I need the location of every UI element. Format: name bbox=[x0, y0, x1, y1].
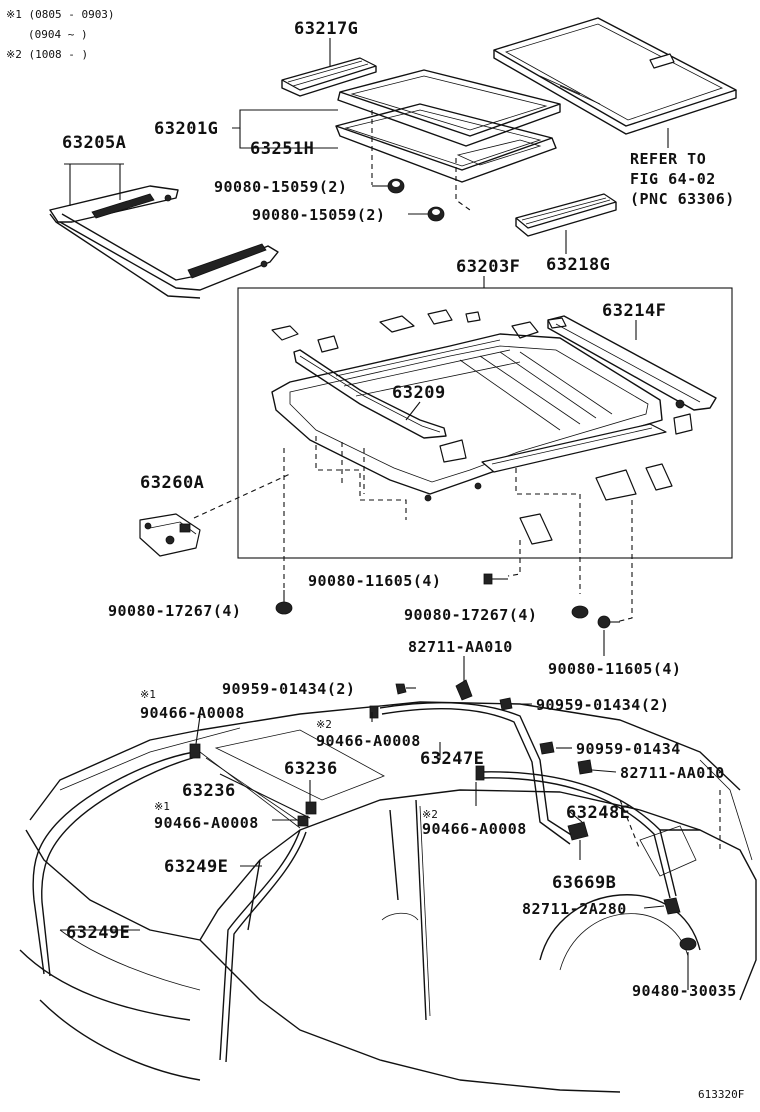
label-82711-AA010-a: 82711-AA010 bbox=[408, 638, 513, 656]
part-63251H-drawing bbox=[335, 103, 557, 183]
label-63214F: 63214F bbox=[602, 301, 666, 321]
assembly-63203F-box bbox=[237, 287, 733, 559]
clip-90080-17267-b bbox=[571, 605, 589, 619]
bolt-90080-11605-b bbox=[597, 615, 620, 629]
label-90080-15059-b: 90080-15059(2) bbox=[252, 206, 385, 224]
label-90959-01434-c: 90959-01434 bbox=[576, 740, 681, 758]
motor-63260A-drawing bbox=[139, 513, 201, 557]
label-63203F: 63203F bbox=[456, 257, 520, 277]
clip-90080-15059-a bbox=[387, 178, 405, 194]
label-90480-30035: 90480-30035 bbox=[632, 982, 737, 1000]
part-63205A-drawing bbox=[49, 185, 279, 299]
label-pnc: (PNC 63306) bbox=[630, 190, 735, 208]
housing-63203F-drawing bbox=[271, 309, 717, 545]
label-90080-11605-a: 90080-11605(4) bbox=[308, 572, 441, 590]
leader-63209 bbox=[405, 401, 421, 421]
hidden-line-2 bbox=[455, 158, 471, 211]
label-82711-2A280: 82711-2A280 bbox=[522, 900, 627, 918]
figure-id: 613320F bbox=[698, 1088, 744, 1101]
part-63218G-drawing bbox=[515, 193, 617, 237]
label-90466-A0008-c: 90466-A0008 bbox=[154, 814, 259, 832]
label-refer-to: REFER TO bbox=[630, 150, 706, 168]
label-90959-01434-b: 90959-01434(2) bbox=[536, 696, 669, 714]
label-63217G: 63217G bbox=[294, 19, 358, 39]
note-2: ※2 (1008 - ) bbox=[6, 48, 88, 61]
label-63209: 63209 bbox=[392, 383, 446, 403]
marker-1-a: ※1 bbox=[140, 688, 156, 701]
clip-90080-17267-a bbox=[275, 601, 293, 615]
label-63218G: 63218G bbox=[546, 255, 610, 275]
label-90959-01434-a: 90959-01434(2) bbox=[222, 680, 355, 698]
label-63248E: 63248E bbox=[566, 803, 630, 823]
note-1: ※1 (0805 - 0903) bbox=[6, 8, 115, 21]
note-1-continued: (0904 ~ ) bbox=[28, 28, 88, 41]
leader-63251H bbox=[239, 128, 338, 149]
marker-2-a: ※2 bbox=[316, 718, 332, 731]
label-63236-a: 63236 bbox=[284, 759, 338, 779]
leader-63201G bbox=[232, 109, 338, 129]
part-63217G-drawing bbox=[281, 57, 377, 97]
drain-hoses-drawing bbox=[32, 679, 697, 1063]
vehicle-body-drawing bbox=[19, 701, 757, 1093]
label-63249E-a: 63249E bbox=[164, 857, 228, 877]
label-90466-A0008-a: 90466-A0008 bbox=[140, 704, 245, 722]
label-63669B: 63669B bbox=[552, 873, 616, 893]
label-90080-11605-b: 90080-11605(4) bbox=[548, 660, 681, 678]
label-90466-A0008-d: 90466-A0008 bbox=[422, 820, 527, 838]
label-90466-A0008-b: 90466-A0008 bbox=[316, 732, 421, 750]
label-90080-15059-a: 90080-15059(2) bbox=[214, 178, 347, 196]
label-63260A: 63260A bbox=[140, 473, 204, 493]
clip-90080-15059-b bbox=[427, 206, 445, 222]
label-90080-17267-b: 90080-17267(4) bbox=[404, 606, 537, 624]
sunshade-drawing bbox=[493, 17, 737, 135]
label-63201G: 63201G bbox=[154, 119, 218, 139]
bolt-90080-11605-a bbox=[483, 573, 508, 585]
label-63205A: 63205A bbox=[62, 133, 126, 153]
label-63249E-b: 63249E bbox=[66, 923, 130, 943]
label-82711-AA010-b: 82711-AA010 bbox=[620, 764, 725, 782]
label-63236-b: 63236 bbox=[182, 781, 236, 801]
marker-2-b: ※2 bbox=[422, 808, 438, 821]
label-63247E: 63247E bbox=[420, 749, 484, 769]
label-90080-17267-a: 90080-17267(4) bbox=[108, 602, 241, 620]
marker-1-b: ※1 bbox=[154, 800, 170, 813]
label-fig: FIG 64-02 bbox=[630, 170, 716, 188]
label-63251H: 63251H bbox=[250, 139, 314, 159]
part-63201G-drawing bbox=[337, 69, 561, 147]
